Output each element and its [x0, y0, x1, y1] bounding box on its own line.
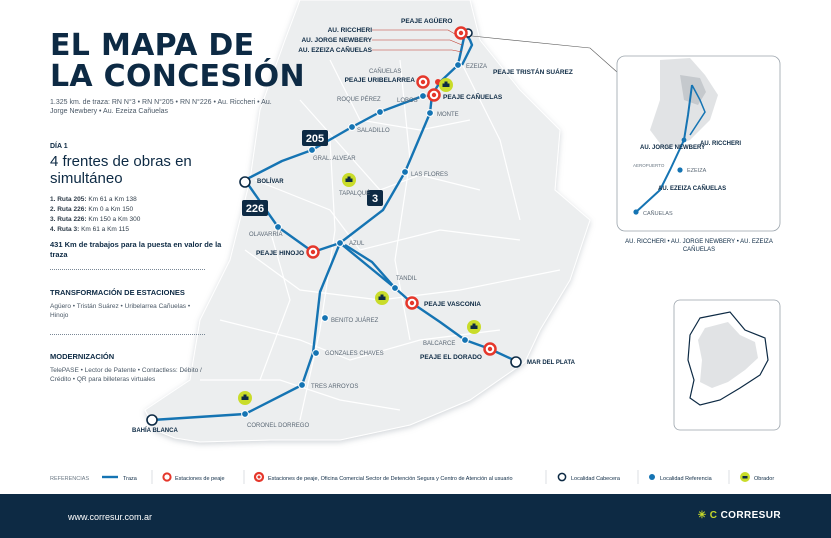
svg-text:EZEIZA: EZEIZA — [687, 168, 707, 174]
stations-text: Agüero • Tristán Suárez • Uribelarrea Ca… — [50, 303, 191, 319]
divider — [50, 334, 205, 335]
legend-obrador: Obrador — [754, 476, 774, 482]
svg-text:AU. EZEIZA CAÑUELAS: AU. EZEIZA CAÑUELAS — [658, 185, 726, 192]
page-title: EL MAPA DE LA CONCESIÓN — [50, 28, 305, 94]
legend-cabecera: Localidad Cabecera — [571, 476, 621, 482]
corresur-logo: ✳ C CORRESUR — [697, 510, 781, 521]
svg-text:CAÑUELAS: CAÑUELAS — [643, 210, 673, 217]
label-au-ezeiza: AU. EZEIZA CAÑUELAS — [298, 45, 372, 54]
route-badge-226: 226 — [242, 200, 268, 216]
label-lobos: LOBOS — [397, 98, 418, 104]
label-monte: MONTE — [437, 112, 459, 118]
label-bolivar: BOLÍVAR — [257, 177, 284, 185]
label-coronel-dorrego: CORONEL DORREGO — [247, 423, 309, 429]
locality-dots — [241, 61, 469, 418]
work-item: 4. Ruta 3: Km 61 a Km 115 — [50, 226, 130, 233]
day-label: DÍA 1 — [50, 143, 68, 150]
work-item: 2. Ruta 226: Km 0 a Km 150 — [50, 206, 134, 213]
legend-peaje: Estaciones de peaje — [175, 476, 225, 482]
label-peaje-canuelas: PEAJE CAÑUELAS — [443, 92, 503, 101]
svg-text:AU. RICCHERI: AU. RICCHERI — [700, 141, 741, 147]
label-tres-arroyos: TRES ARROYOS — [311, 384, 358, 390]
label-benito-juarez: BENITO JUÁREZ — [331, 317, 379, 324]
fronts-title: 4 frentes de obras en simultáneo — [50, 153, 192, 187]
work-item: 3. Ruta 226: Km 150 a Km 300 — [50, 216, 141, 223]
label-roque-perez: ROQUE PÉREZ — [337, 96, 381, 103]
svg-text:226: 226 — [246, 203, 264, 215]
legend-peaje-full: Estaciones de peaje, Oficina Comercial S… — [268, 476, 513, 482]
svg-text:AU. JORGE NEWBERY: AU. JORGE NEWBERY — [640, 145, 705, 151]
inset-connector-line — [471, 35, 618, 73]
footer: www.corresur.com.ar ✳ C CORRESUR — [0, 494, 831, 538]
partido-borders — [200, 59, 561, 421]
footer-url[interactable]: www.corresur.com.ar — [68, 512, 153, 522]
cabecera-rings — [146, 28, 522, 426]
modern-text: TelePASE • Lector de Patente • Contactle… — [50, 367, 202, 383]
label-canuelas: CAÑUELAS — [369, 68, 401, 75]
label-au-newbery: AU. JORGE NEWBERY — [301, 37, 372, 44]
label-ezeiza: EZEIZA — [466, 64, 487, 70]
toll-stations — [306, 26, 497, 356]
subtitle: 1.325 km. de traza: RN N°3 • RN N°205 • … — [50, 99, 272, 115]
label-saladillo: SALADILLO — [357, 128, 390, 134]
label-peaje-dorado: PEAJE EL DORADO — [420, 354, 482, 361]
work-item: 1. Ruta 205: Km 61 a Km 138 — [50, 196, 137, 203]
legend-title: REFERENCIAS — [50, 476, 89, 482]
svg-text:AEROPUERTO: AEROPUERTO — [633, 163, 665, 168]
stations-title: TRANSFORMACIÓN DE ESTACIONES — [50, 288, 185, 297]
svg-text:205: 205 — [306, 133, 324, 145]
inset-province — [673, 299, 781, 431]
km-note: 431 Km de trabajos para la puesta en val… — [50, 240, 222, 259]
label-mar-del-plata: MAR DEL PLATA — [527, 360, 576, 366]
label-tandil: TANDIL — [396, 276, 418, 282]
obrador-icons — [238, 78, 481, 405]
label-peaje-vasconia: PEAJE VASCONIA — [424, 301, 481, 308]
label-bahia-blanca: BAHÍA BLANCA — [132, 426, 178, 434]
svg-text:3: 3 — [372, 193, 378, 205]
legend-referencia: Localidad Referencia — [660, 476, 713, 482]
label-balcarce: BALCARCE — [423, 341, 455, 347]
label-peaje-tristan: PEAJE TRISTÁN SUÁREZ — [493, 67, 573, 76]
route-badge-205: 205 — [302, 130, 328, 146]
works-list: 1. Ruta 205: Km 61 a Km 138 2. Ruta 226:… — [50, 195, 140, 235]
label-azul: AZUL — [349, 241, 365, 247]
divider — [50, 269, 205, 270]
legend: REFERENCIAS Traza Estaciones de peaje Es… — [50, 470, 774, 484]
label-tapalque: TAPALQUÉ — [339, 190, 370, 197]
legend-traza: Traza — [123, 476, 138, 482]
modern-title: MODERNIZACIÓN — [50, 352, 115, 361]
label-peaje-aguero: PEAJE AGÜERO — [401, 16, 452, 25]
concession-map: 205 226 3 PEAJE AGÜERO AU. RICCHERI AU. … — [132, 0, 781, 443]
route-badge-3: 3 — [367, 190, 383, 206]
label-peaje-uribelarrea: PEAJE URIBELARREA — [345, 77, 416, 84]
inset-autopistas: AU. RICCHERI AU. JORGE NEWBERY AEROPUERT… — [616, 55, 781, 232]
label-au-riccheri: AU. RICCHERI — [328, 27, 373, 34]
corresur-logo-icon: ✳ — [697, 510, 710, 521]
label-gral-alvear: GRAL. ALVEAR — [313, 156, 356, 162]
label-peaje-hinojo: PEAJE HINOJO — [256, 250, 304, 257]
label-gonzales-chaves: GONZALES CHAVES — [325, 351, 384, 357]
label-las-flores: LAS FLORES — [411, 172, 448, 178]
label-olavarria: OLAVARRÍA — [249, 231, 282, 238]
inset-caption: AU. RICCHERI • AU. JORGE NEWBERY • AU. E… — [625, 239, 773, 253]
